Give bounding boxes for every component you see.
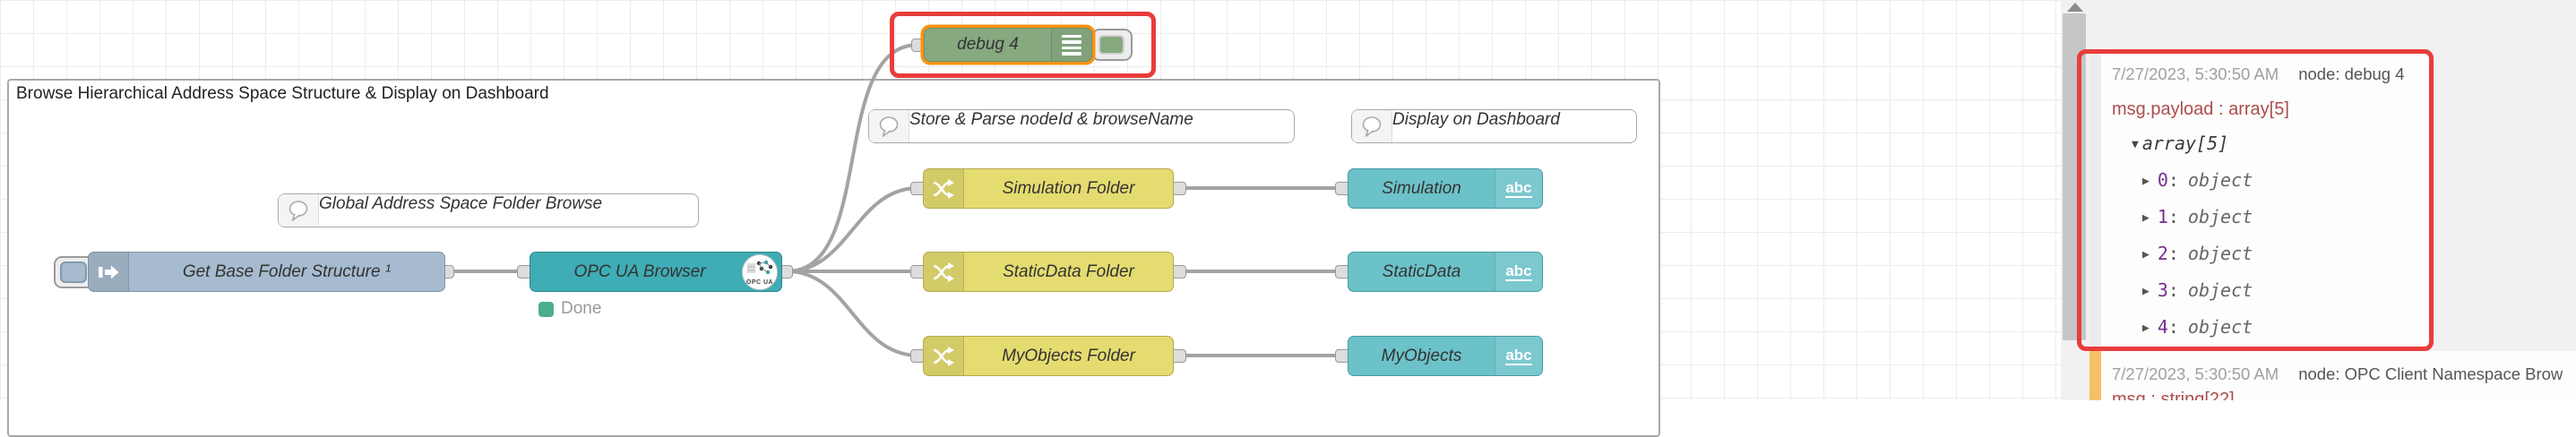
- inject-node-label: Get Base Folder Structure ¹: [182, 261, 392, 281]
- comment-bubble-icon: [869, 110, 909, 142]
- expand-triangle-icon[interactable]: ▶: [2142, 285, 2150, 298]
- inject-node[interactable]: Get Base Folder Structure ¹: [88, 252, 445, 292]
- switch-node-staticdata[interactable]: StaticData Folder: [923, 252, 1174, 292]
- comment-label: Display on Dashboard: [1392, 110, 1560, 129]
- inject-arrow-icon: [89, 253, 129, 291]
- switch-node-label: Simulation Folder: [1002, 178, 1135, 198]
- debug-node[interactable]: debug 4: [924, 28, 1092, 62]
- group-label: Browse Hierarchical Address Space Struct…: [16, 84, 549, 103]
- wires-layer: [450, 43, 1342, 357]
- opcua-browser-node[interactable]: OPC UA Browser OPC UA: [530, 252, 782, 292]
- switch-shuffle-icon: [924, 169, 964, 208]
- opcua-node-label: OPC UA Browser: [573, 261, 706, 281]
- expand-triangle-icon[interactable]: ▶: [2142, 248, 2150, 261]
- tree-item-row[interactable]: ▶2:object: [2142, 243, 2253, 264]
- debug-toggle-button[interactable]: [1091, 29, 1133, 61]
- debug-message-source-node: node: debug 4: [2298, 64, 2405, 83]
- status-text: Done: [561, 299, 602, 318]
- ui-text-node-label: MyObjects: [1381, 346, 1462, 365]
- debug-message[interactable]: 7/27/2023, 5:30:50 AM node: debug 4 msg.p…: [2089, 51, 2431, 349]
- switch-node-label: MyObjects Folder: [1002, 346, 1135, 365]
- scrollbar-up-arrow-icon[interactable]: [2067, 3, 2083, 12]
- ui-text-node-label: StaticData: [1382, 261, 1461, 281]
- expand-triangle-icon[interactable]: ▶: [2142, 175, 2150, 188]
- ui-text-node-staticdata[interactable]: StaticData abc: [1348, 252, 1543, 292]
- tree-item-row[interactable]: ▶1:object: [2142, 206, 2253, 227]
- abc-text-icon: abc: [1495, 169, 1542, 208]
- debug-message-timestamp: 7/27/2023, 5:30:50 AM: [2112, 364, 2279, 383]
- debug-message-meta: 7/27/2023, 5:30:50 AM node: OPC Client Na…: [2112, 351, 2576, 384]
- ui-text-node-simulation[interactable]: Simulation abc: [1348, 168, 1543, 209]
- comment-bubble-icon: [279, 194, 319, 227]
- tree-item-row[interactable]: ▶3:object: [2142, 279, 2253, 301]
- ui-text-node-label: Simulation: [1382, 178, 1461, 198]
- opcua-logo-icon: OPC UA: [742, 254, 778, 290]
- switch-node-label: StaticData Folder: [1003, 261, 1134, 281]
- debug-list-icon: [1051, 29, 1091, 61]
- debug-node-label: debug 4: [957, 35, 1019, 54]
- comment-node-display-dashboard[interactable]: Display on Dashboard: [1351, 109, 1637, 143]
- abc-text-icon: abc: [1495, 253, 1542, 291]
- debug-message[interactable]: 7/27/2023, 5:30:50 AM node: OPC Client Na…: [2089, 351, 2576, 400]
- debug-toggle-face[interactable]: [1098, 35, 1124, 55]
- debug-sidebar: 7/27/2023, 5:30:50 AM node: debug 4 msg.p…: [2089, 0, 2576, 400]
- debug-message-meta: 7/27/2023, 5:30:50 AM node: debug 4: [2112, 51, 2431, 84]
- tree-item-row[interactable]: ▶0:object: [2142, 169, 2253, 191]
- wire[interactable]: [786, 186, 919, 273]
- debug-message-timestamp: 7/27/2023, 5:30:50 AM: [2112, 64, 2279, 83]
- node-status: Done: [538, 299, 601, 319]
- wire[interactable]: [786, 270, 919, 357]
- comment-label: Global Address Space Folder Browse: [319, 194, 603, 213]
- tree-root-row[interactable]: ▼array[5]: [2132, 133, 2229, 154]
- status-dot-icon: [538, 301, 554, 317]
- switch-node-simulation[interactable]: Simulation Folder: [923, 168, 1174, 209]
- tree-item-row[interactable]: ▶4:object: [2142, 316, 2253, 338]
- debug-message-tree: ▼array[5] ▶0:object ▶1:object ▶2:object …: [2112, 133, 2431, 338]
- comment-node-global-browse[interactable]: Global Address Space Folder Browse: [278, 193, 699, 227]
- inject-button-face[interactable]: [60, 261, 87, 283]
- workspace-scrollbar[interactable]: [2061, 0, 2089, 400]
- expand-triangle-icon[interactable]: ▶: [2142, 211, 2150, 225]
- expand-triangle-icon[interactable]: ▶: [2142, 321, 2150, 335]
- switch-shuffle-icon: [924, 253, 964, 291]
- scrollbar-thumb[interactable]: [2063, 13, 2086, 340]
- abc-text-icon: abc: [1495, 337, 1542, 375]
- wire[interactable]: [786, 43, 919, 273]
- comment-node-store-parse[interactable]: Store & Parse nodeId & browseName: [868, 109, 1295, 143]
- comment-bubble-icon: [1352, 110, 1392, 142]
- collapse-triangle-icon[interactable]: ▼: [2132, 138, 2139, 151]
- debug-message-property: msg.payload : array[5]: [2112, 99, 2289, 119]
- debug-message-property: msg : string[22]: [2112, 390, 2235, 400]
- comment-label: Store & Parse nodeId & browseName: [909, 110, 1193, 129]
- ui-text-node-myobjects[interactable]: MyObjects abc: [1348, 336, 1543, 376]
- switch-shuffle-icon: [924, 337, 964, 375]
- opcua-logo-text: OPC UA: [745, 278, 774, 286]
- flow-canvas[interactable]: Browse Hierarchical Address Space Struct…: [0, 0, 2061, 437]
- switch-node-myobjects[interactable]: MyObjects Folder: [923, 336, 1174, 376]
- debug-message-source-node: node: OPC Client Namespace Brow: [2298, 364, 2563, 383]
